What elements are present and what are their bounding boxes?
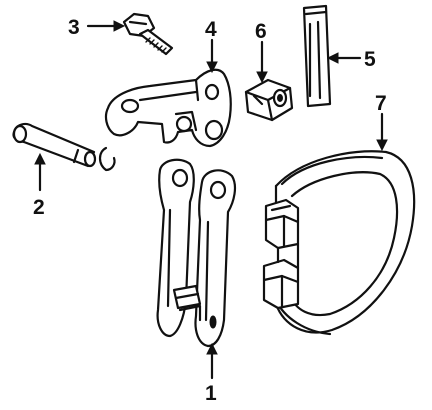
leader-lines xyxy=(34,20,388,380)
pin-with-clip-icon xyxy=(12,122,116,172)
strut-icon xyxy=(302,4,332,108)
twin-link-assembly-icon xyxy=(156,158,237,348)
cranked-lever-icon xyxy=(104,68,232,148)
adjuster-block-icon xyxy=(244,78,294,122)
hex-bolt-icon xyxy=(122,12,174,56)
callout-4: 4 xyxy=(205,18,217,41)
callout-1: 1 xyxy=(205,382,217,405)
callout-5: 5 xyxy=(364,48,376,71)
callout-7: 7 xyxy=(375,92,387,115)
callout-3: 3 xyxy=(68,16,80,39)
brake-band-icon xyxy=(262,150,416,336)
callout-6: 6 xyxy=(255,20,267,43)
callout-2: 2 xyxy=(33,196,45,219)
